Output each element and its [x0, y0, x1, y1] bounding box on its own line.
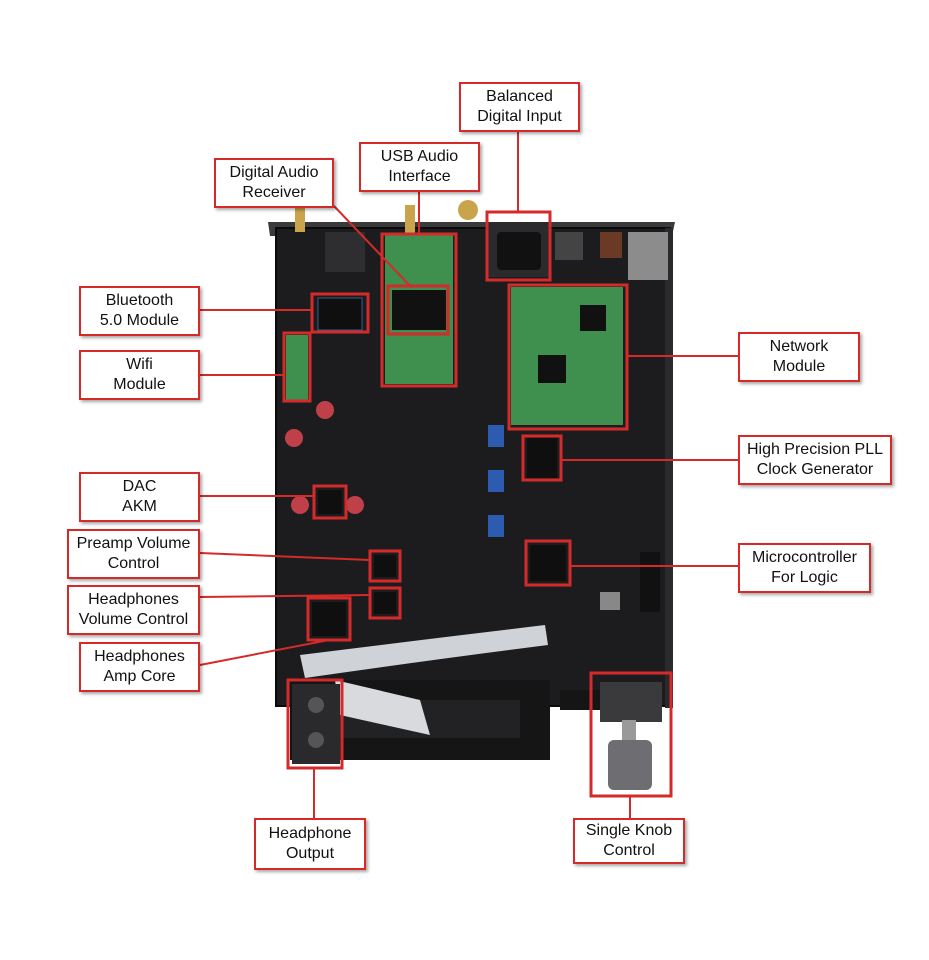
label-wifi-module: Wifi Module [79, 350, 200, 400]
label-headphone-output: Headphone Output [254, 818, 366, 870]
box-microcontroller [524, 539, 572, 587]
label-digital-audio-receiver: Digital Audio Receiver [214, 158, 334, 208]
label-single-knob-control: Single Knob Control [573, 818, 685, 864]
line-headphones-amp-core [199, 639, 330, 666]
label-headphones-volume-control: Headphones Volume Control [67, 585, 200, 635]
label-dac-akm: DAC AKM [79, 472, 200, 522]
connector-lines [199, 132, 738, 818]
line-digital-audio-receiver [333, 205, 413, 289]
box-preamp-volume-control [368, 549, 402, 583]
board-photo [268, 191, 675, 790]
label-preamp-volume-control: Preamp Volume Control [67, 529, 200, 579]
line-preamp-volume-control [199, 552, 371, 561]
box-wifi-module [282, 331, 312, 403]
box-bluetooth-module [310, 292, 370, 334]
label-headphones-amp-core: Headphones Amp Core [79, 642, 200, 692]
label-network-module: Network Module [738, 332, 860, 382]
label-usb-audio-interface: USB Audio Interface [359, 142, 480, 192]
box-digital-audio-receiver [386, 284, 450, 336]
line-headphones-volume-control [199, 594, 371, 598]
box-dac-akm [312, 484, 348, 520]
box-headphones-volume-control [368, 586, 402, 620]
label-microcontroller: Microcontroller For Logic [738, 543, 871, 593]
label-bluetooth-module: Bluetooth 5.0 Module [79, 286, 200, 336]
box-pll-clock-generator [521, 434, 563, 482]
label-balanced-digital-input: Balanced Digital Input [459, 82, 580, 132]
label-pll-clock-generator: High Precision PLL Clock Generator [738, 435, 892, 485]
